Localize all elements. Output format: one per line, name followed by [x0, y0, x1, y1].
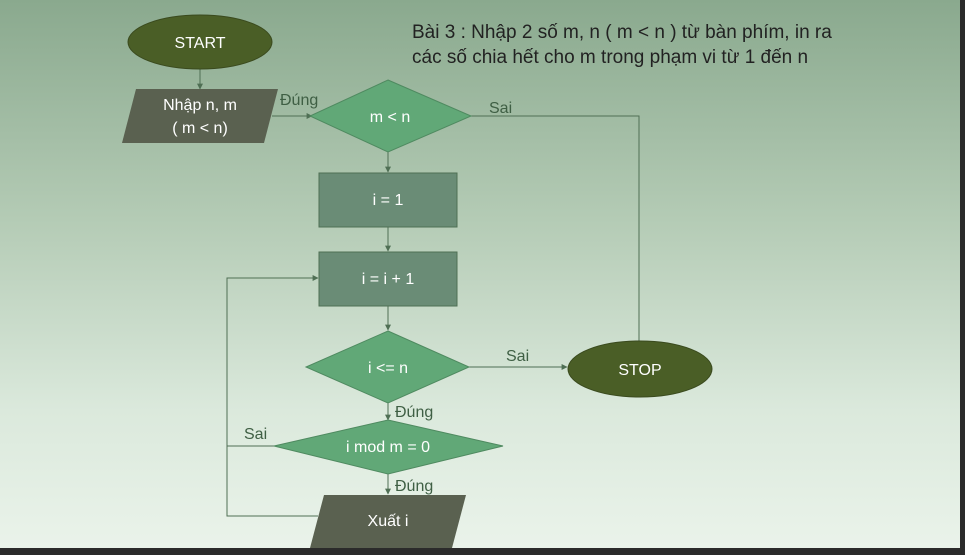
decision-i-le-n-label: i <= n	[368, 360, 408, 377]
process-init-i-label: i = 1	[373, 192, 404, 209]
process-inc-i	[318, 251, 458, 307]
input-label-1: Nhập n, m	[163, 97, 237, 114]
edge-cond-false-stop	[471, 115, 640, 341]
label-true-loop: Đúng	[395, 404, 433, 421]
decision-m-lt-n	[308, 79, 473, 153]
process-inc-i-label: i = i + 1	[362, 271, 415, 288]
label-false-mod: Sai	[244, 426, 267, 443]
decision-i-le-n	[304, 330, 471, 404]
label-true-mod: Đúng	[395, 478, 433, 495]
label-true-top: Đúng	[280, 92, 318, 109]
output-parallelogram	[310, 495, 466, 548]
start-label: START	[175, 35, 226, 52]
output-label: Xuất i	[368, 513, 409, 530]
label-false-top: Sai	[489, 100, 512, 117]
decision-mod	[273, 419, 504, 475]
input-label-2: ( m < n)	[172, 120, 228, 137]
edge-mod-false-loop	[226, 275, 319, 447]
process-init-i	[318, 172, 458, 228]
stop-label: STOP	[618, 362, 661, 379]
problem-line-1: Bài 3 : Nhập 2 số m, n ( m < n ) từ bàn …	[412, 22, 832, 43]
decision-mod-label: i mod m = 0	[346, 439, 430, 456]
decision-m-lt-n-label: m < n	[370, 109, 410, 126]
problem-line-2: các số chia hết cho m trong phạm vi từ 1…	[412, 47, 809, 68]
problem-statement: Bài 3 : Nhập 2 số m, n ( m < n ) từ bàn …	[412, 20, 932, 70]
input-parallelogram	[122, 89, 278, 143]
label-false-loop: Sai	[506, 348, 529, 365]
edge-output-loop	[226, 446, 318, 517]
stop-terminal	[567, 340, 713, 398]
start-terminal	[127, 14, 273, 70]
